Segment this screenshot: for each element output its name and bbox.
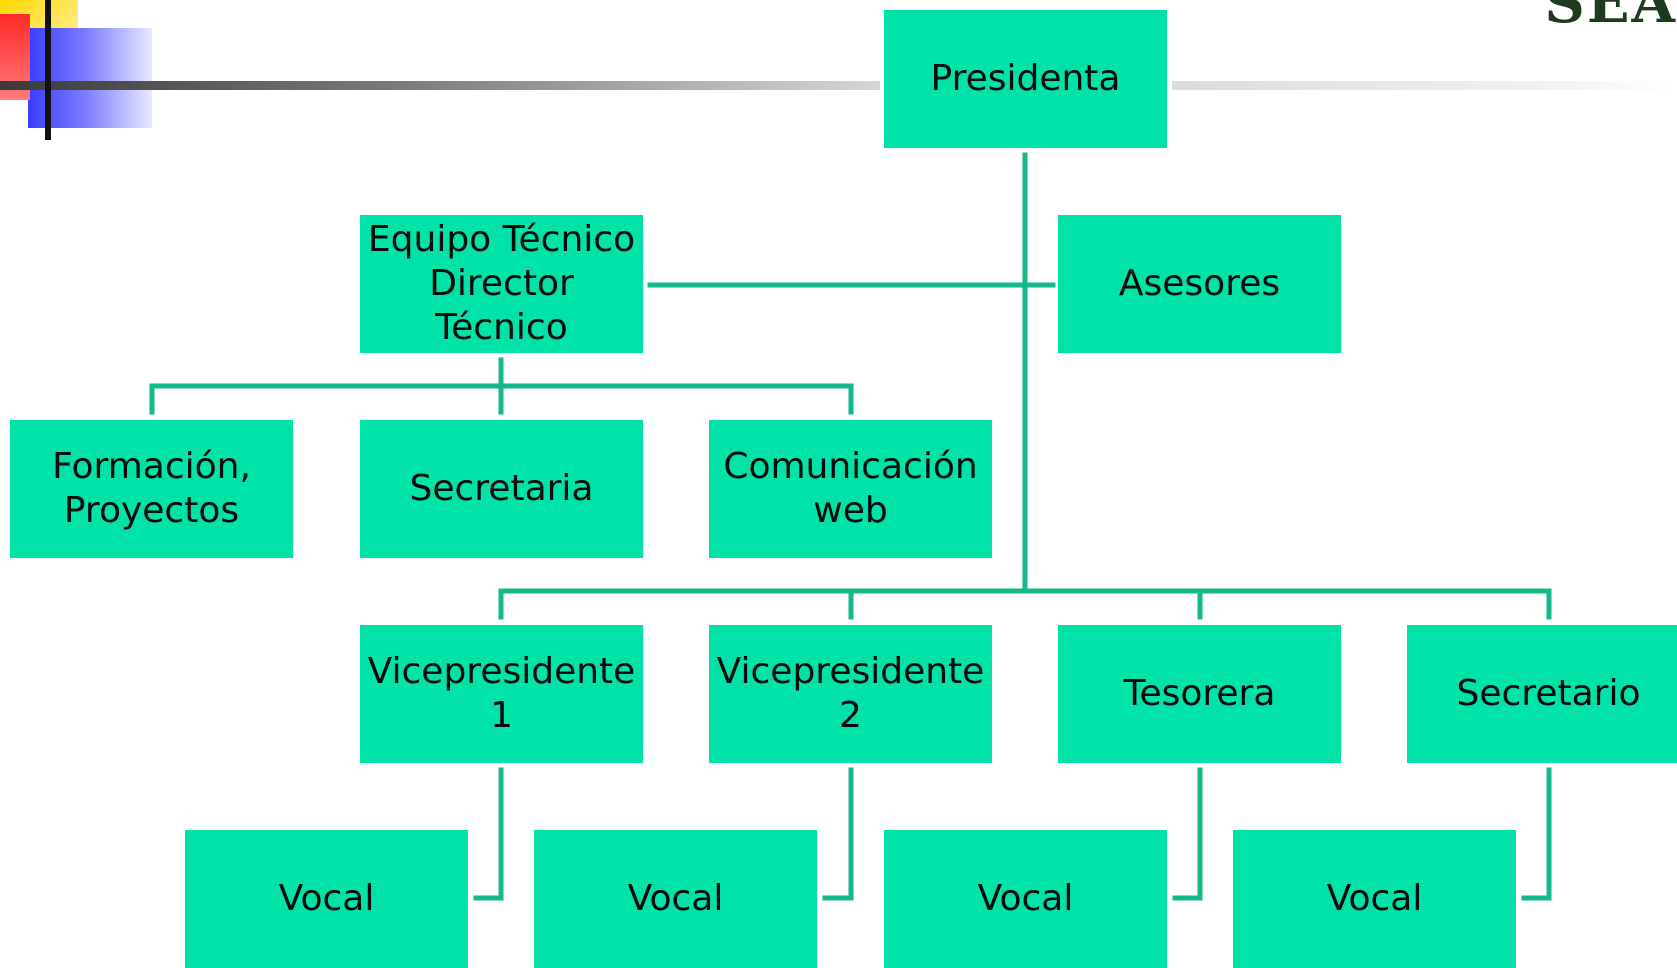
header-rule-left [0,81,880,90]
connector-vp2-vocal [822,767,854,901]
logo-text: SEA [1544,0,1677,36]
connector-tesorera-vocal [1172,767,1203,901]
node-label: Vicepresidente 2 [716,651,985,736]
node-label: Formación, Proyectos [52,446,251,531]
node-label: Secretaria [409,468,594,509]
node-equipo-tecnico: Equipo Técnico Director Técnico [360,215,643,353]
node-vocal-3: Vocal [884,830,1167,968]
node-label: Asesores [1118,263,1281,304]
node-secretaria: Secretaria [360,420,643,558]
node-comunicacion: Comunicación web [709,420,992,558]
node-label: Equipo Técnico Director Técnico [367,219,636,348]
node-vocal-1: Vocal [185,830,468,968]
connector-vp1-vocal [473,767,504,901]
node-label: Vocal [977,878,1074,919]
node-vocal-2: Vocal [534,830,817,968]
node-label: Vicepresidente 1 [367,651,636,736]
node-secretario: Secretario [1407,625,1677,763]
node-formacion: Formación, Proyectos [10,420,293,558]
connector-secretario-vocal [1521,767,1552,901]
node-vicepresidente-1: Vicepresidente 1 [360,625,643,763]
node-label: Comunicación web [723,446,978,531]
node-label: Tesorera [1123,673,1276,714]
node-label: Presidenta [930,58,1121,99]
node-label: Vocal [1326,878,1423,919]
node-label: Secretario [1456,673,1641,714]
node-label: Vocal [278,878,375,919]
header-rule-right [1172,81,1677,90]
node-vocal-4: Vocal [1233,830,1516,968]
deco-vertical-rule [45,0,51,140]
node-asesores: Asesores [1058,215,1341,353]
logo-fragment: SEA [1544,0,1677,36]
node-tesorera: Tesorera [1058,625,1341,763]
node-label: Vocal [627,878,724,919]
node-presidenta: Presidenta [884,10,1167,148]
node-vicepresidente-2: Vicepresidente 2 [709,625,992,763]
